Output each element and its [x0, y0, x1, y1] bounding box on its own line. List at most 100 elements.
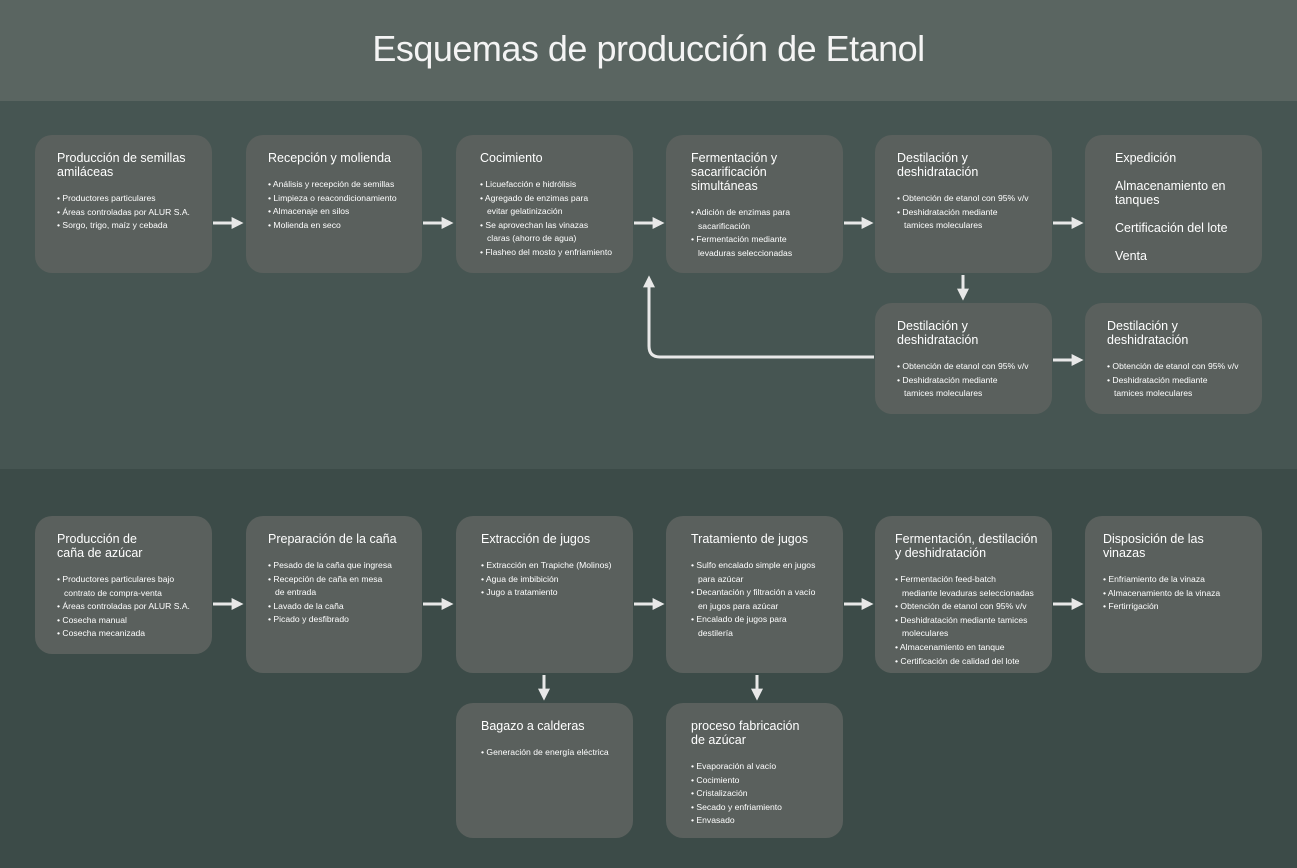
list-item: Picado y desfibrado — [268, 613, 408, 627]
box-title: Fermentación y sacarificación simultánea… — [691, 151, 778, 193]
box-extraccion-jugos: Extracción de jugos Extracción en Trapic… — [456, 516, 633, 673]
list-item: Se aprovechan las vinazas claras (ahorro… — [480, 219, 619, 246]
list-item: Fermentación mediante levaduras seleccio… — [691, 233, 829, 260]
box-title: Cocimiento — [480, 151, 543, 165]
list-item: Recepción de caña en mesa de entrada — [268, 573, 408, 600]
list-item: Fermentación feed-batch mediante levadur… — [895, 573, 1038, 600]
list-item: Decantación y filtración a vacío en jugo… — [691, 586, 829, 613]
list-item: Agregado de enzimas para evitar gelatini… — [480, 192, 619, 219]
box-fermentacion-destilacion: Fermentación, destilación y deshidrataci… — [875, 516, 1052, 673]
box-title: Bagazo a calderas — [481, 719, 585, 733]
item-list: Fermentación feed-batch mediante levadur… — [895, 573, 1038, 668]
box-title: Destilación y deshidratación — [1107, 319, 1189, 347]
box-recepcion-molienda: Recepción y molienda Análisis y recepció… — [246, 135, 422, 273]
list-item: Análisis y recepción de semillas — [268, 178, 408, 192]
item-list: Sulfo encalado simple en jugos para azúc… — [691, 559, 829, 641]
item-list: Licuefacción e hidrólisis Agregado de en… — [480, 178, 619, 260]
list-item: Encalado de jugos para destilería — [691, 613, 829, 640]
box-destilacion-1: Destilación y deshidratación Obtención d… — [875, 135, 1052, 273]
item-list: Análisis y recepción de semillas Limpiez… — [268, 178, 408, 232]
item-list: Evaporación al vacío Cocimiento Cristali… — [691, 760, 829, 828]
list-item: Molienda en seco — [268, 219, 408, 233]
list-item: Obtención de etanol con 95% v/v — [1107, 360, 1248, 374]
list-item: Obtención de etanol con 95% v/v — [897, 192, 1038, 206]
item-list: Enfriamiento de la vinaza Almacenamiento… — [1103, 573, 1248, 614]
page-title: Esquemas de producción de Etanol — [372, 28, 925, 69]
box-expedicion: Expedición Almacenamiento en tanques Cer… — [1085, 135, 1262, 273]
box-title: Expedición — [1115, 151, 1177, 165]
item-list: Generación de energía eléctrica — [481, 746, 619, 760]
box-fermentacion-sacarificacion: Fermentación y sacarificación simultánea… — [666, 135, 843, 273]
header-bar: Esquemas de producción de Etanol — [0, 0, 1297, 101]
list-item: Extracción en Trapiche (Molinos) — [481, 559, 619, 573]
box-title: Disposición de las vinazas — [1103, 532, 1204, 560]
box-title: Producción de semillas amiláceas — [57, 151, 186, 179]
box-title: Preparación de la caña — [268, 532, 397, 546]
list-item: Enfriamiento de la vinaza — [1103, 573, 1248, 587]
box-title: Destilación y deshidratación — [897, 319, 979, 347]
box-title: Tratamiento de jugos — [691, 532, 808, 546]
plain-item: Venta — [1115, 249, 1147, 263]
list-item: Jugo a tratamiento — [481, 586, 619, 600]
item-list: Obtención de etanol con 95% v/v Deshidra… — [897, 192, 1038, 233]
item-list: Adición de enzimas para sacarificación F… — [691, 206, 829, 260]
box-title: Fermentación, destilación y deshidrataci… — [895, 532, 1038, 560]
list-item: Cocimiento — [691, 774, 829, 788]
list-item: Generación de energía eléctrica — [481, 746, 619, 760]
item-list: Productores particulares Áreas controlad… — [57, 192, 198, 233]
list-item: Certificación de calidad del lote — [895, 655, 1038, 669]
list-item: Productores particulares bajo contrato d… — [57, 573, 198, 600]
list-item: Deshidratación mediante tamices molecula… — [895, 614, 1038, 641]
list-item: Cristalización — [691, 787, 829, 801]
list-item: Envasado — [691, 814, 829, 828]
box-bagazo-calderas: Bagazo a calderas Generación de energía … — [456, 703, 633, 838]
list-item: Limpieza o reacondicionamiento — [268, 192, 408, 206]
list-item: Productores particulares — [57, 192, 198, 206]
list-item: Lavado de la caña — [268, 600, 408, 614]
list-item: Almacenaje en silos — [268, 205, 408, 219]
item-list: Obtención de etanol con 95% v/v Deshidra… — [1107, 360, 1248, 401]
list-item: Deshidratación mediante tamices molecula… — [897, 374, 1038, 401]
box-destilacion-3: Destilación y deshidratación Obtención d… — [1085, 303, 1262, 414]
item-list: Productores particulares bajo contrato d… — [57, 573, 198, 641]
list-item: Flasheo del mosto y enfriamiento — [480, 246, 619, 260]
list-item: Agua de imbibición — [481, 573, 619, 587]
list-item: Almacenamiento en tanque — [895, 641, 1038, 655]
box-produccion-cana: Producción de caña de azúcar Productores… — [35, 516, 212, 654]
box-title: Extracción de jugos — [481, 532, 591, 546]
list-item: Adición de enzimas para sacarificación — [691, 206, 829, 233]
item-list: Extracción en Trapiche (Molinos) Agua de… — [481, 559, 619, 600]
list-item: Sorgo, trigo, maíz y cebada — [57, 219, 198, 233]
list-item: Obtención de etanol con 95% v/v — [897, 360, 1038, 374]
plain-item: Certificación del lote — [1115, 221, 1228, 235]
list-item: Cosecha mecanizada — [57, 627, 198, 641]
box-destilacion-2: Destilación y deshidratación Obtención d… — [875, 303, 1052, 414]
box-title: proceso fabricación de azúcar — [691, 719, 800, 747]
list-item: Deshidratación mediante tamices molecula… — [1107, 374, 1248, 401]
list-item: Secado y enfriamiento — [691, 801, 829, 815]
box-title: Destilación y deshidratación — [897, 151, 979, 179]
box-title: Producción de caña de azúcar — [57, 532, 143, 560]
list-item: Fertirrigación — [1103, 600, 1248, 614]
item-list: Obtención de etanol con 95% v/v Deshidra… — [897, 360, 1038, 401]
box-preparacion-cana: Preparación de la caña Pesado de la caña… — [246, 516, 422, 673]
list-item: Pesado de la caña que ingresa — [268, 559, 408, 573]
box-disposicion-vinazas: Disposición de las vinazas Enfriamiento … — [1085, 516, 1262, 673]
box-fabricacion-azucar: proceso fabricación de azúcar Evaporació… — [666, 703, 843, 838]
list-item: Almacenamiento de la vinaza — [1103, 587, 1248, 601]
plain-item: Almacenamiento en tanques — [1115, 179, 1226, 207]
list-item: Evaporación al vacío — [691, 760, 829, 774]
list-item: Deshidratación mediante tamices molecula… — [897, 206, 1038, 233]
list-item: Sulfo encalado simple en jugos para azúc… — [691, 559, 829, 586]
box-cocimiento: Cocimiento Licuefacción e hidrólisis Agr… — [456, 135, 633, 273]
box-produccion-semillas: Producción de semillas amiláceas Product… — [35, 135, 212, 273]
list-item: Cosecha manual — [57, 614, 198, 628]
list-item: Áreas controladas por ALUR S.A. — [57, 206, 198, 220]
list-item: Áreas controladas por ALUR S.A. — [57, 600, 198, 614]
box-tratamiento-jugos: Tratamiento de jugos Sulfo encalado simp… — [666, 516, 843, 673]
item-list: Pesado de la caña que ingresa Recepción … — [268, 559, 408, 627]
list-item: Licuefacción e hidrólisis — [480, 178, 619, 192]
list-item: Obtención de etanol con 95% v/v — [895, 600, 1038, 614]
section-sugarcane-ethanol — [0, 469, 1297, 868]
box-title: Recepción y molienda — [268, 151, 391, 165]
